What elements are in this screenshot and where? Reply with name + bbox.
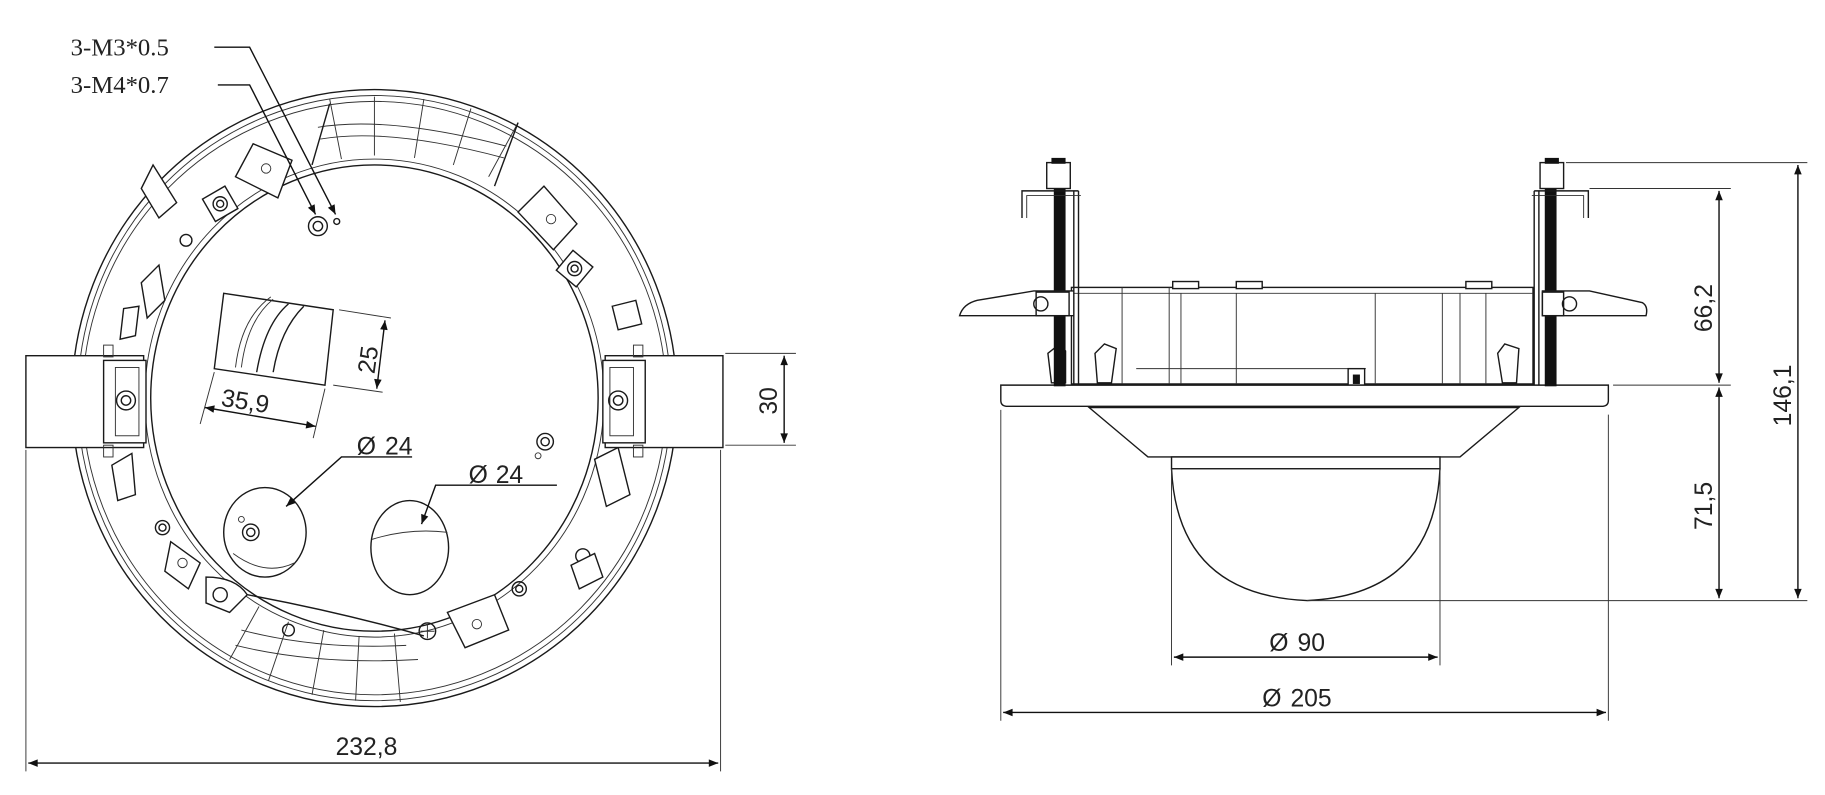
screw-callout-leaders (214, 46, 557, 525)
left-mounting-bracket (958, 157, 1081, 387)
dome-dia-symbol: Ø (1269, 630, 1288, 657)
flange-dia-symbol: Ø (1262, 686, 1281, 713)
left-clip (25, 344, 147, 458)
top-view: 3-M3*0.5 3-M4*0.7 35,9 25 Ø 24 Ø 24 30 (25, 34, 796, 772)
dim-hole-1: Ø 24 (357, 434, 413, 461)
bottom-rib-grid (229, 606, 419, 702)
ceiling-flange (1000, 384, 1610, 408)
housing-box (1070, 280, 1534, 386)
dim-cutout-height (333, 309, 391, 393)
dim-above-ceiling (1589, 188, 1731, 386)
hole-1-dia-label: 24 (385, 434, 413, 461)
right-mounting-bracket (1531, 157, 1648, 387)
cable-cutout (213, 292, 334, 386)
trim-ring (1087, 406, 1521, 458)
ring-tabs (111, 142, 643, 649)
dim-dome-diameter-label: 90 (1298, 630, 1326, 657)
dim-above-ceiling-label: 66,2 (1691, 284, 1718, 332)
dim-clip-height-label: 30 (756, 387, 783, 415)
dim-cutout-width-label: 35,9 (219, 385, 271, 419)
side-view: 66,2 71,5 146,1 Ø 90 Ø 205 (958, 157, 1808, 721)
dim-cutout-width (199, 372, 326, 439)
callout-m4: 3-M4*0.7 (71, 72, 169, 99)
dim-clip-height (725, 352, 796, 446)
top-rib-grid (311, 96, 519, 187)
camera-dome (1170, 456, 1441, 602)
dim-below-ceiling (1306, 387, 1808, 602)
dim-flange-diameter-label: 205 (1290, 686, 1331, 713)
dim-cutout-height-label: 25 (354, 344, 385, 375)
dim-total-height-label: 146,1 (1770, 364, 1797, 426)
dim-overall-width-label: 232,8 (336, 734, 398, 761)
callout-m3: 3-M3*0.5 (71, 34, 169, 61)
hole-1-dia-symbol: Ø (357, 434, 376, 461)
dim-below-ceiling-label: 71,5 (1691, 482, 1718, 530)
dim-total-height (1565, 162, 1808, 599)
knockout-hole-1 (223, 486, 307, 578)
knockout-hole-2 (370, 499, 450, 596)
right-clip (602, 344, 724, 458)
dim-hole-2: Ø 24 (469, 462, 524, 489)
hole-2-dia-label: 24 (496, 462, 524, 489)
screw-holes (237, 216, 555, 542)
dim-dome-diameter (1171, 468, 1441, 666)
hole-2-dia-symbol: Ø (469, 462, 488, 489)
dim-flange-diameter (1000, 409, 1609, 721)
dim-overall-width (25, 449, 722, 772)
